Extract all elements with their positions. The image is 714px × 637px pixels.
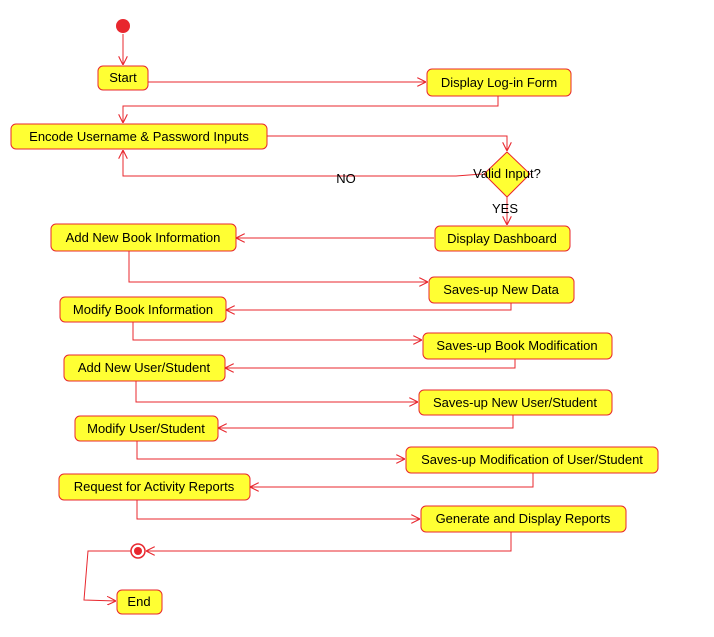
action-generate-reports: Generate and Display Reports xyxy=(420,505,627,533)
edge-savemod-adduser xyxy=(225,359,516,368)
edge-adduser-saveuser xyxy=(135,381,418,402)
action-request-reports: Request for Activity Reports xyxy=(58,473,251,501)
action-modify-user-label: Modify User/Student xyxy=(87,421,205,436)
action-save-new-user: Saves-up New User/Student xyxy=(418,389,613,416)
edge-login-encode xyxy=(123,96,499,123)
action-modify-book-label: Modify Book Information xyxy=(73,302,213,317)
edge-modifyuser-saveusermod xyxy=(136,441,405,459)
edge-generate-finalnode xyxy=(146,532,512,551)
action-generate-reports-label: Generate and Display Reports xyxy=(436,511,611,526)
action-modify-book: Modify Book Information xyxy=(59,296,227,323)
edge-saveusermod-request xyxy=(250,473,534,487)
flow-edges xyxy=(83,34,534,601)
action-display-login: Display Log-in Form xyxy=(426,68,572,97)
action-add-book-label: Add New Book Information xyxy=(66,230,221,245)
action-save-user-mod-label: Saves-up Modification of User/Student xyxy=(421,452,643,467)
edge-addbook-save xyxy=(128,251,428,282)
edge-save-modifybook xyxy=(226,303,512,310)
action-display-dashboard-label: Display Dashboard xyxy=(447,231,557,246)
action-encode-inputs: Encode Username & Password Inputs xyxy=(10,123,268,150)
action-save-new-data: Saves-up New Data xyxy=(428,276,575,304)
action-display-dashboard: Display Dashboard xyxy=(434,225,571,252)
activity-final-node xyxy=(130,543,146,559)
action-modify-user: Modify User/Student xyxy=(74,415,219,442)
action-save-new-data-label: Saves-up New Data xyxy=(443,282,559,297)
edge-label-yes: YES xyxy=(492,201,518,216)
edge-request-generate xyxy=(136,500,420,519)
action-end: End xyxy=(116,589,163,615)
action-add-user-label: Add New User/Student xyxy=(78,360,211,375)
action-start-label: Start xyxy=(109,70,137,85)
decision-valid-input: Valid Input? xyxy=(473,151,541,198)
action-display-login-label: Display Log-in Form xyxy=(441,75,557,90)
action-save-new-user-label: Saves-up New User/Student xyxy=(433,395,597,410)
action-encode-inputs-label: Encode Username & Password Inputs xyxy=(29,129,249,144)
action-request-reports-label: Request for Activity Reports xyxy=(74,479,235,494)
edge-modifybook-savemod xyxy=(132,322,422,340)
edge-finalnode-end xyxy=(83,550,131,601)
edge-encode-decision xyxy=(267,135,507,151)
action-add-book: Add New Book Information xyxy=(50,223,237,252)
action-save-book-mod-label: Saves-up Book Modification xyxy=(436,338,597,353)
edge-saveuser-modifyuser xyxy=(218,415,514,428)
edge-label-no: NO xyxy=(336,171,356,186)
initial-node xyxy=(116,19,130,33)
decision-valid-input-label: Valid Input? xyxy=(473,166,541,181)
action-save-book-mod: Saves-up Book Modification xyxy=(422,332,613,360)
action-start: Start xyxy=(97,65,149,91)
action-add-user: Add New User/Student xyxy=(63,354,226,382)
edge-decision-no xyxy=(123,150,483,177)
action-end-label: End xyxy=(127,594,150,609)
action-save-user-mod: Saves-up Modification of User/Student xyxy=(405,446,659,474)
